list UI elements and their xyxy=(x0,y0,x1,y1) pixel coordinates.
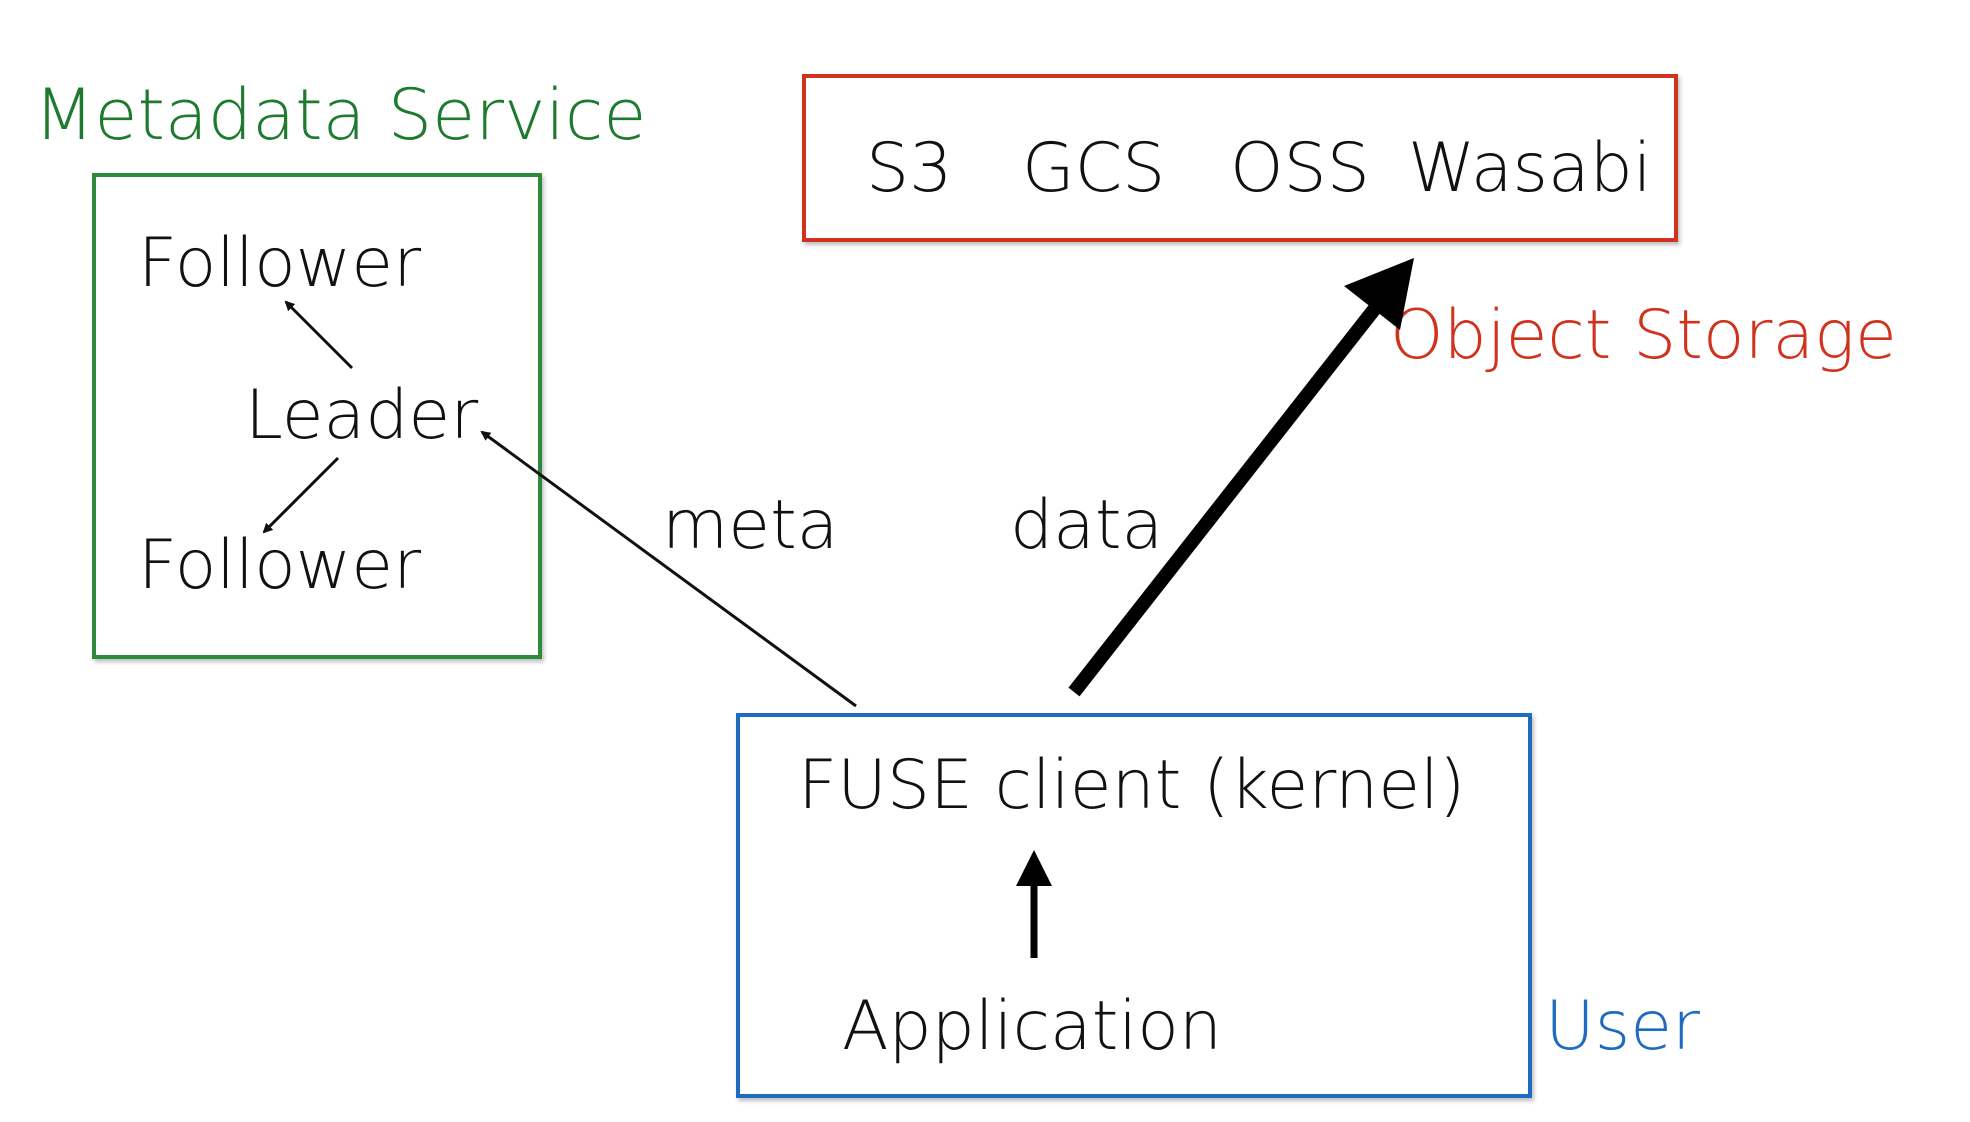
application-node: Application xyxy=(842,987,1222,1066)
provider-wasabi: Wasabi xyxy=(1408,129,1652,208)
fuse-client-node: FUSE client (kernel) xyxy=(798,746,1466,825)
follower-bottom-node: Follower xyxy=(138,526,422,605)
object-storage-box xyxy=(802,74,1678,242)
application-to-fuse-arrow-head xyxy=(1016,850,1052,886)
data-arrow xyxy=(1068,297,1386,697)
object-storage-title: Object Storage xyxy=(1390,296,1897,375)
metadata-service-title: Metadata Service xyxy=(34,74,647,156)
provider-oss: OSS xyxy=(1230,129,1370,208)
follower-top-node: Follower xyxy=(138,224,422,303)
data-arrow-head xyxy=(1344,258,1414,330)
leader-node: Leader xyxy=(245,376,479,455)
metadata-service-box xyxy=(92,173,542,659)
user-title: User xyxy=(1545,987,1700,1066)
provider-s3: S3 xyxy=(866,129,953,208)
leader-to-follower-top-arrow xyxy=(284,300,354,370)
user-box xyxy=(736,713,1532,1098)
leader-to-follower-bottom-arrow xyxy=(262,456,340,534)
meta-edge-label: meta xyxy=(662,486,839,565)
meta-arrow xyxy=(480,430,857,708)
provider-gcs: GCS xyxy=(1022,129,1166,208)
data-edge-label: data xyxy=(1010,486,1164,565)
